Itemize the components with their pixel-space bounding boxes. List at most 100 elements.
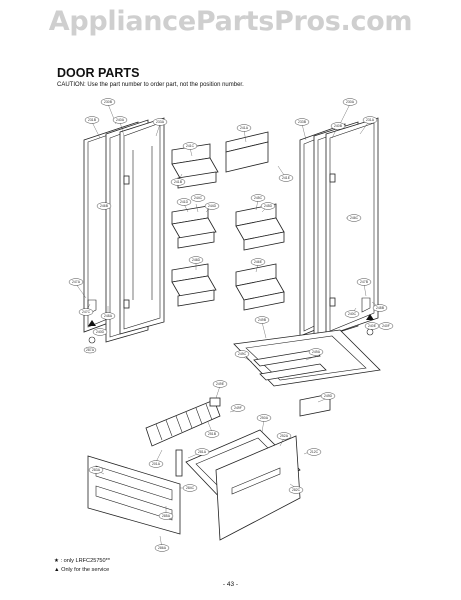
door-bins: [171, 131, 285, 311]
callout: 240D: [92, 328, 108, 336]
callout: 249B: [254, 316, 270, 339]
svg-text:249F: 249F: [234, 406, 242, 410]
callout: 284C: [180, 484, 198, 492]
callout: 249E: [212, 380, 228, 399]
callout: 233B: [294, 118, 310, 141]
callout: 248A: [100, 306, 116, 320]
svg-text:246B: 246B: [100, 204, 109, 208]
callout: 244D: [204, 202, 220, 213]
svg-text:240D: 240D: [96, 330, 105, 334]
callout: 241B: [170, 173, 186, 186]
svg-text:247B: 247B: [360, 280, 369, 284]
freezer-drawer-front: [215, 435, 301, 541]
model-note: ★ : only LRFC25750**: [54, 558, 111, 564]
service-note: ▲ Only for the service: [54, 567, 110, 573]
svg-text:212C: 212C: [310, 450, 319, 454]
svg-text:287A: 287A: [86, 348, 95, 352]
callout: 249F: [229, 404, 246, 413]
service-triangle-icon: [88, 320, 96, 326]
callout: 282C: [288, 483, 304, 494]
callout: 247A: [68, 278, 87, 299]
callout: 281A: [187, 448, 210, 459]
callout: 287A: [83, 346, 97, 354]
callout: 240B: [330, 122, 346, 139]
svg-text:240B: 240B: [334, 124, 343, 128]
callout: 240A: [112, 116, 128, 137]
svg-text:241A: 241A: [240, 126, 249, 130]
callout: 245D: [260, 202, 276, 213]
svg-text:247C: 247C: [82, 310, 91, 314]
svg-text:248A: 248A: [104, 314, 113, 318]
callout: 230B: [100, 98, 117, 125]
callout: 241A: [236, 124, 252, 143]
callout: 201A: [148, 449, 164, 468]
svg-text:241D: 241D: [180, 200, 189, 204]
callout: 240F: [378, 322, 394, 330]
svg-text:281A: 281A: [198, 450, 207, 454]
drawer-basket: [145, 397, 221, 477]
svg-text:249E: 249E: [216, 382, 225, 386]
svg-text:240C: 240C: [348, 312, 357, 316]
callout: 240E: [364, 322, 380, 330]
callout: 230A: [339, 98, 358, 125]
svg-text:246C: 246C: [350, 216, 359, 220]
service-only-markers: [88, 314, 374, 326]
svg-text:201A: 201A: [152, 462, 161, 466]
watermark: AppliancePartsPros.com: [48, 6, 413, 37]
callout: 231B: [84, 116, 101, 139]
callout: 233A: [152, 118, 168, 137]
svg-text:245C: 245C: [254, 196, 263, 200]
callout: 241D: [176, 198, 192, 213]
svg-text:284C: 284C: [186, 486, 195, 490]
left-door-assembly: [83, 117, 165, 344]
left-door-gasket: [119, 117, 165, 335]
svg-text:283A: 283A: [92, 468, 101, 472]
svg-text:244D: 244D: [208, 204, 217, 208]
callout: 251B: [204, 421, 220, 438]
svg-text:231A: 231A: [366, 118, 375, 122]
caution-text: CAUTION: Use the part number to order pa…: [57, 82, 244, 88]
freezer-drawer: [87, 429, 301, 541]
svg-text:240A: 240A: [116, 118, 125, 122]
svg-text:249A: 249A: [312, 350, 321, 354]
svg-text:245D: 245D: [264, 204, 273, 208]
svg-text:247A: 247A: [72, 280, 81, 284]
svg-text:230A: 230A: [346, 100, 355, 104]
svg-text:249B: 249B: [258, 318, 267, 322]
svg-text:251B: 251B: [208, 432, 217, 436]
svg-text:286A: 286A: [158, 546, 167, 550]
callout: 246B: [96, 202, 112, 210]
callout: 231A: [359, 116, 378, 135]
service-triangle-icon: [366, 314, 374, 320]
svg-text:233A: 233A: [156, 120, 165, 124]
svg-text:231B: 231B: [88, 118, 97, 122]
callout: 250A: [256, 414, 272, 433]
right-door-assembly: [299, 117, 379, 341]
svg-text:241E: 241E: [282, 176, 291, 180]
callout: 286A: [154, 535, 170, 552]
callout: 285A: [158, 506, 174, 520]
svg-text:285A: 285A: [162, 514, 171, 518]
callout: 247B: [356, 278, 372, 297]
drawer-slide-left: [87, 455, 181, 535]
callout: 245C: [250, 194, 266, 211]
svg-text:250A: 250A: [260, 416, 269, 420]
svg-text:240F: 240F: [382, 324, 390, 328]
svg-text:248B: 248B: [376, 306, 385, 310]
callout: 283A: [88, 466, 105, 475]
callout: 247C: [78, 303, 94, 316]
svg-text:249D: 249D: [324, 394, 333, 398]
callout: 240C: [344, 307, 360, 318]
svg-text:233B: 233B: [298, 120, 307, 124]
footnotes: ★ : only LRFC25750** ▲ Only for the serv…: [54, 557, 110, 575]
svg-text:230B: 230B: [104, 100, 113, 104]
wire-basket: [145, 399, 221, 447]
callout: 241E: [277, 165, 294, 182]
svg-text:282C: 282C: [292, 488, 301, 492]
callout: 249C: [234, 350, 253, 363]
svg-text:249C: 249C: [238, 352, 247, 356]
callout: 246E: [250, 258, 266, 273]
callout: 249D: [317, 392, 336, 403]
callout: 248B: [371, 301, 388, 312]
